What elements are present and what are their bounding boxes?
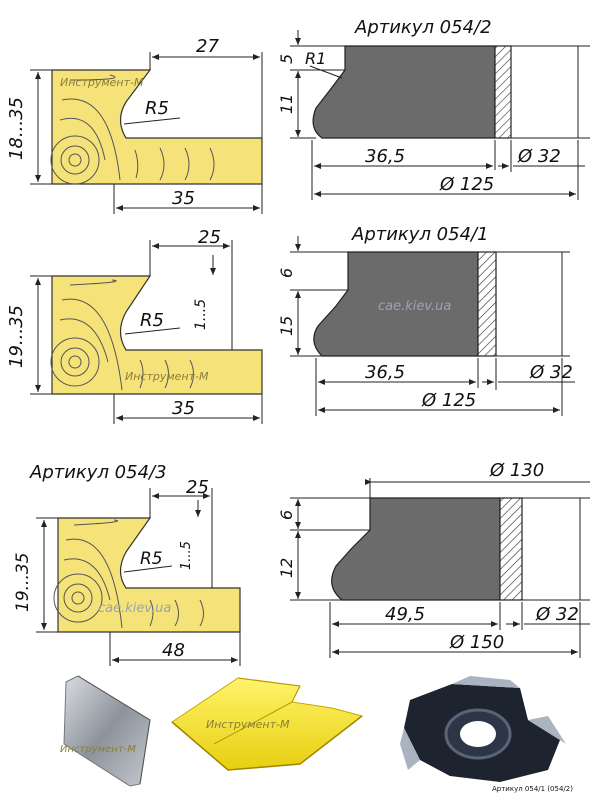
watermark-site: cae.kiev.ua <box>378 299 451 314</box>
cutter-photo <box>400 676 566 782</box>
dim-knife-top: Ø 130 <box>489 460 544 481</box>
section-054-3: Артикул 054/3 cae.kiev.ua 19...35 25 1..… <box>13 460 590 666</box>
wood-grain <box>50 279 194 391</box>
watermark-brand: Инструмент-М <box>206 718 290 731</box>
dim-height: 19...35 <box>13 553 33 612</box>
dim-knife-length: 36,5 <box>365 362 405 383</box>
section-054-2: Инструмент-М 18...35 27 R5 35 Артикул 05… <box>6 17 590 214</box>
dim-knife-h1: 6 <box>277 510 296 520</box>
dim-radius: R5 <box>140 310 164 331</box>
dim-width: 35 <box>172 398 195 419</box>
wood-sample-photo: Инструмент-М <box>171 677 364 771</box>
dim-top-width: 25 <box>186 477 209 498</box>
photo-strip: Инструмент-М Инструмент-М Артикул 054/1 … <box>60 675 573 793</box>
knife-hub-054-2 <box>494 45 512 139</box>
dim-depth: 1...5 <box>179 541 194 570</box>
dim-radius: R5 <box>140 549 163 569</box>
knife-hub-054-3 <box>499 497 523 601</box>
dim-knife-length: 36,5 <box>365 146 405 167</box>
dim-top-width: 25 <box>198 227 221 248</box>
knife-profile-054-3 <box>331 497 501 601</box>
title-054-3: Артикул 054/3 <box>29 462 167 483</box>
knife-profile-054-1 <box>313 251 479 357</box>
dim-width: 35 <box>172 188 195 209</box>
dim-height: 19...35 <box>6 305 27 368</box>
watermark-brand: Инструмент-М <box>125 370 209 383</box>
knife-profile-054-2 <box>312 45 496 139</box>
workpiece-profile-054-1 <box>51 275 263 395</box>
dim-height: 18...35 <box>6 97 27 160</box>
workpiece-profile-054-3 <box>57 517 241 633</box>
steel-blade-photo: Инструмент-М <box>60 675 151 787</box>
watermark-brand: Инструмент-М <box>60 744 136 755</box>
dim-depth: 1...5 <box>193 299 209 330</box>
section-054-1: Инструмент-М 19...35 25 1...5 R5 35 Арти… <box>6 224 575 424</box>
dim-top-width: 27 <box>196 36 219 57</box>
dim-knife-diameter: Ø 125 <box>439 174 494 195</box>
dim-knife-radius: R1 <box>305 49 326 68</box>
dim-knife-h2: 12 <box>277 558 296 578</box>
dim-width: 48 <box>162 640 185 661</box>
title-054-1: Артикул 054/1 <box>351 224 489 245</box>
watermark-brand: Инструмент-М <box>60 76 144 89</box>
dim-knife-bore: Ø 32 <box>517 146 561 167</box>
dim-knife-diameter: Ø 150 <box>449 632 504 653</box>
wood-grain <box>50 74 215 185</box>
dim-knife-length: 49,5 <box>385 604 425 625</box>
dim-radius: R5 <box>145 98 169 119</box>
watermark-site: cae.kiev.ua <box>98 601 171 616</box>
dim-knife-h1: 6 <box>277 268 296 278</box>
dim-knife-h2: 15 <box>277 316 296 336</box>
wood-grain <box>53 519 204 629</box>
title-054-2: Артикул 054/2 <box>354 17 492 38</box>
dim-knife-bore: Ø 32 <box>529 362 573 383</box>
dim-knife-diameter: Ø 125 <box>421 390 476 411</box>
dim-knife-bore: Ø 32 <box>535 604 579 625</box>
dim-knife-h2: 11 <box>277 94 296 114</box>
knife-hub-054-1 <box>477 251 497 357</box>
dim-knife-h1: 5 <box>277 54 296 64</box>
photo-caption: Артикул 054/1 (054/2) <box>492 785 573 793</box>
